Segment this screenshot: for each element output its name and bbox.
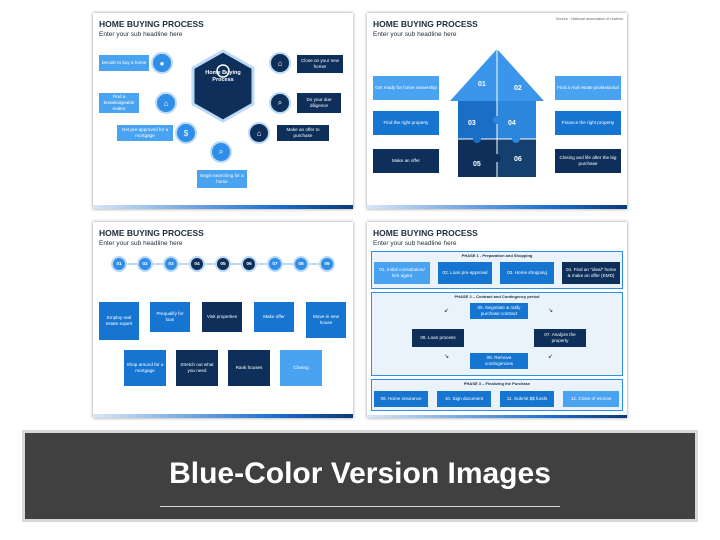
slide-subtitle: Enter your sub headline here [99, 240, 183, 247]
step-number: 01 [478, 81, 486, 88]
magnifier-icon: ⌕ [269, 92, 291, 114]
step-box: Find a knowledgeable realtor [99, 93, 139, 113]
step-number: 06 [514, 156, 522, 163]
phase-step-box: 03. Home shopping [500, 262, 554, 284]
timeline-node: 01 [111, 256, 127, 272]
right-step-box: Find a real estate professional [555, 76, 621, 100]
phase-step-box: 04. Find an "ideal" home & make an offer… [562, 262, 620, 284]
slide-footer-bar [93, 205, 353, 209]
step-box: Make offer [254, 302, 294, 332]
step-box: Do your due diligence [297, 93, 341, 113]
phase-2-panel: PHASE 2 – Contract and Contingency perio… [371, 292, 623, 376]
timeline-node: 05 [215, 256, 231, 272]
step-box: Move-in new house [306, 302, 346, 338]
house-icon: ⌂ [155, 92, 177, 114]
phase-step-box: 02. Loan pre-approval [438, 262, 492, 284]
timeline-node: 07 [267, 256, 283, 272]
timeline-node: 04 [189, 256, 205, 272]
banner-title: Blue-Color Version Images [169, 457, 551, 490]
step-box: Shop around for a mortgage [124, 350, 166, 386]
slide-title: HOME BUYING PROCESS [373, 228, 478, 238]
slide-subtitle: Enter your sub headline here [373, 31, 457, 38]
center-hexagon-label: Home Buying Process [205, 70, 241, 83]
left-step-box: Get ready for home ownership [373, 76, 439, 100]
phase-step-box: 12. Close of escrow [563, 391, 619, 407]
arrow-icon: ↘ [548, 308, 554, 314]
banner-underline [160, 506, 560, 507]
phase-title: PHASE 3 – Finalizing the Purchase [463, 381, 531, 386]
step-box: Close on your new home! [297, 55, 343, 73]
house-icon: ⌂ [248, 122, 270, 144]
phase-step-box: 01. Initial consultation/ hire agent [374, 262, 430, 284]
timeline-node: 09 [319, 256, 335, 272]
step-box: Begin searching for a home [197, 170, 247, 188]
left-step-box: Find the right property [373, 111, 439, 135]
money-icon: $ [175, 122, 197, 144]
left-step-box: Make an offer [373, 149, 439, 173]
slide-subtitle: Enter your sub headline here [99, 31, 183, 38]
slide-title: HOME BUYING PROCESS [373, 19, 478, 29]
center-hexagon [191, 49, 255, 123]
slide-thumbnail-1[interactable]: HOME BUYING PROCESS Enter your sub headl… [93, 13, 353, 209]
right-step-box: Closing and life after the big purchase [555, 149, 621, 173]
step-box: Employ real estate expert [99, 302, 139, 340]
source-note: Source : National association of realtor… [555, 17, 623, 21]
step-number: 05 [473, 161, 481, 168]
caption-banner: Blue-Color Version Images [22, 430, 698, 522]
step-box: Get pre-approved for a mortgage [117, 125, 173, 141]
person-icon: ● [151, 52, 173, 74]
slide-thumbnail-2[interactable]: HOME BUYING PROCESS Enter your sub headl… [367, 13, 627, 209]
step-box: Rank houses [228, 350, 270, 386]
slide-footer-bar [367, 205, 627, 209]
phase-step-box: 09. Home insurance [374, 391, 428, 407]
timeline-node: 08 [293, 256, 309, 272]
step-box: Prequalify for loan [150, 302, 190, 332]
right-step-box: Finance the right property [555, 111, 621, 135]
arrow-icon: ↙ [444, 308, 450, 314]
slide-footer-bar [367, 415, 627, 418]
timeline-node: 02 [137, 256, 153, 272]
phase-step-box: 05. Negotiate & ratify purchase contract [470, 303, 528, 319]
timeline-node: 06 [241, 256, 257, 272]
step-box: Stretch out what you need [176, 350, 218, 386]
step-number: 02 [514, 85, 522, 92]
slide-subtitle: Enter your sub headline here [373, 240, 457, 247]
timeline-node: 03 [163, 256, 179, 272]
phase-step-box: 06. Loan process [412, 329, 464, 347]
phase-step-box: 08. Remove contingencies [470, 353, 528, 369]
puzzle-house-graphic [450, 49, 544, 177]
step-box: Make an offer to purchase [277, 125, 329, 141]
search-icon: ⌕ [210, 141, 232, 163]
slide-title: HOME BUYING PROCESS [99, 228, 204, 238]
phase-3-panel: PHASE 3 – Finalizing the Purchase 09. Ho… [371, 379, 623, 411]
phase-1-panel: PHASE 1 - Preparation and Shopping 01. I… [371, 251, 623, 289]
phase-step-box: 11. Submit $$ funds [500, 391, 554, 407]
slide-footer-bar [93, 414, 353, 418]
step-box: Closing [280, 350, 322, 386]
phase-step-box: 07. Analyze the property [534, 329, 586, 347]
phase-step-box: 10. Sign document [437, 391, 491, 407]
slide-thumbnail-4[interactable]: HOME BUYING PROCESS Enter your sub headl… [367, 222, 627, 418]
slide-title: HOME BUYING PROCESS [99, 19, 204, 29]
phase-title: PHASE 2 – Contract and Contingency perio… [454, 294, 540, 299]
slide-thumbnail-3[interactable]: HOME BUYING PROCESS Enter your sub headl… [93, 222, 353, 418]
phase-title: PHASE 1 - Preparation and Shopping [461, 253, 533, 258]
house-icon: ⌂ [269, 52, 291, 74]
arrow-icon: ↘ [444, 354, 450, 360]
step-box: Visit properties [202, 302, 242, 332]
step-box: Decide to buy a home [99, 55, 149, 71]
step-number: 03 [468, 120, 476, 127]
arrow-icon: ↙ [548, 354, 554, 360]
step-number: 04 [508, 120, 516, 127]
